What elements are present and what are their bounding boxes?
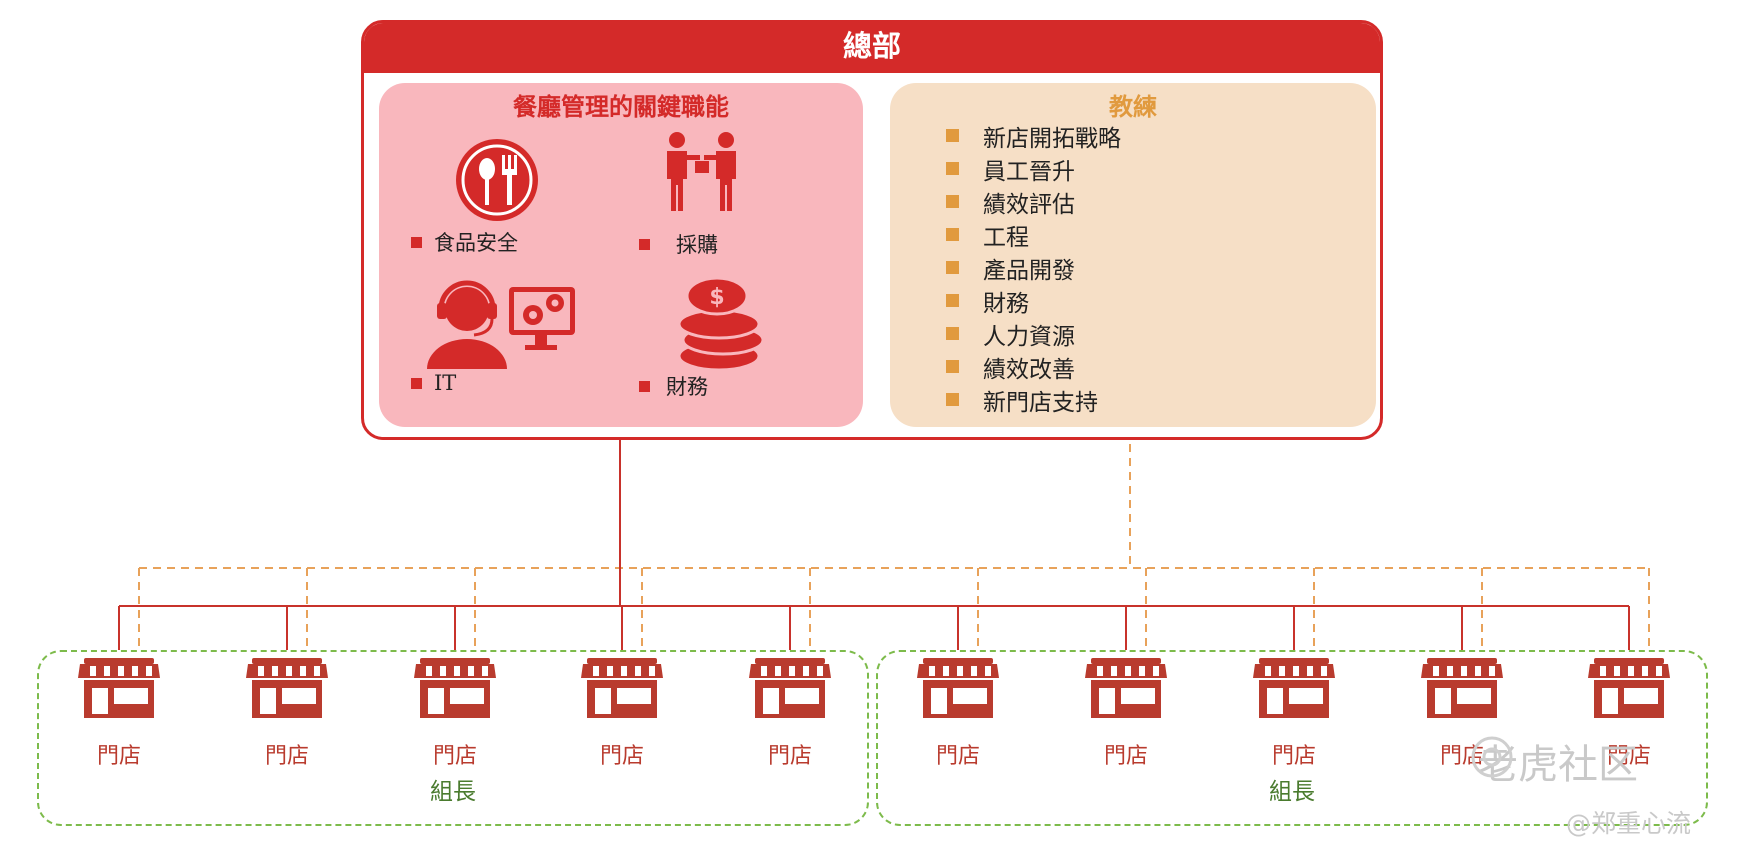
store-label: 門店 bbox=[935, 744, 980, 769]
it-support-icon bbox=[427, 280, 575, 369]
coaching-bullet bbox=[946, 162, 959, 175]
svg-text:$: $ bbox=[709, 285, 724, 310]
headquarters-title: 總部 bbox=[364, 23, 1380, 73]
store: 門店 bbox=[64, 656, 174, 770]
coaching-item-label: 產品開發 bbox=[983, 257, 1075, 284]
coaching-item: 人力資源 bbox=[946, 317, 1121, 350]
store-icon bbox=[1588, 658, 1670, 718]
team-leader-group-1: 組長 bbox=[37, 650, 869, 826]
store: 門店 bbox=[903, 656, 1013, 770]
team-leader-group-2: 組長 bbox=[876, 650, 1708, 826]
management-solid-lines bbox=[118, 430, 1630, 650]
store: 門店 bbox=[232, 656, 342, 770]
store-icon bbox=[1085, 658, 1167, 718]
coaching-bullet bbox=[946, 129, 959, 142]
coaching-dashed-lines bbox=[138, 430, 1650, 650]
coaching-bullet bbox=[946, 195, 959, 208]
store: 門店 bbox=[1574, 656, 1684, 770]
function-label: 食品安全 bbox=[434, 231, 518, 255]
store-label: 門店 bbox=[1271, 744, 1316, 769]
store: 門店 bbox=[400, 656, 510, 770]
coaching-item: 績效改善 bbox=[946, 350, 1121, 383]
store: 門店 bbox=[1239, 656, 1349, 770]
watermark-author: @郑重心流 bbox=[1566, 809, 1692, 838]
function-label: 財務 bbox=[666, 375, 708, 399]
store: 門店 bbox=[567, 656, 677, 770]
coaching-item-label: 員工晉升 bbox=[983, 158, 1075, 185]
coaching-item-label: 工程 bbox=[983, 224, 1029, 251]
function-bullet bbox=[639, 238, 650, 250]
coaching-bullet bbox=[946, 261, 959, 274]
coaching-item: 新店開拓戰略 bbox=[946, 119, 1121, 152]
function-label: IT bbox=[434, 371, 457, 395]
function-procurement: 採購 bbox=[639, 229, 718, 259]
team-leader-label: 組長 bbox=[430, 779, 476, 805]
store-label: 門店 bbox=[432, 744, 477, 769]
store-icon bbox=[1253, 658, 1335, 718]
watermark-logo-icon bbox=[1471, 736, 1513, 778]
coaching-bullet bbox=[946, 294, 959, 307]
function-bullet bbox=[411, 236, 422, 248]
function-food-safety: 食品安全 bbox=[411, 227, 518, 257]
store-label: 門店 bbox=[1103, 744, 1148, 769]
watermark-brand: 老虎社区 bbox=[1478, 742, 1638, 788]
store-label: 門店 bbox=[599, 744, 644, 769]
coaching-bullet bbox=[946, 393, 959, 406]
coaching-title: 教練 bbox=[1109, 93, 1157, 121]
store: 門店 bbox=[1071, 656, 1181, 770]
procurement-icon bbox=[667, 132, 736, 211]
coaching-item: 績效評估 bbox=[946, 185, 1121, 218]
coaching-item-label: 新門店支持 bbox=[983, 389, 1098, 416]
key-functions-title: 餐廳管理的關鍵職能 bbox=[513, 93, 729, 121]
store-label: 門店 bbox=[767, 744, 812, 769]
function-bullet bbox=[639, 380, 650, 392]
coaching-bullet bbox=[946, 228, 959, 241]
key-functions-panel: 餐廳管理的關鍵職能 食品安全 bbox=[379, 83, 863, 427]
store: 門店 bbox=[735, 656, 845, 770]
food-safety-icon bbox=[456, 139, 538, 221]
coaching-item-label: 人力資源 bbox=[983, 323, 1075, 350]
coaching-list: 新店開拓戰略 員工晉升 績效評估 工程 產品開發 財務 人力資源 績效改善 新門… bbox=[946, 119, 1121, 416]
finance-coins-icon: $ bbox=[677, 276, 765, 372]
store-label: 門店 bbox=[96, 744, 141, 769]
coaching-item-label: 新店開拓戰略 bbox=[983, 125, 1121, 152]
store-icon bbox=[78, 658, 160, 718]
store-icon bbox=[414, 658, 496, 718]
store-label: 門店 bbox=[264, 744, 309, 769]
coaching-item-label: 財務 bbox=[983, 290, 1029, 317]
coaching-item: 產品開發 bbox=[946, 251, 1121, 284]
headquarters-box: 總部 餐廳管理的關鍵職能 食品安全 bbox=[361, 20, 1383, 440]
function-label: 採購 bbox=[676, 233, 718, 257]
coaching-bullet bbox=[946, 360, 959, 373]
store-icon bbox=[749, 658, 831, 718]
store-icon bbox=[917, 658, 999, 718]
store-icon bbox=[1421, 658, 1503, 718]
coaching-item: 工程 bbox=[946, 218, 1121, 251]
coaching-item-label: 績效改善 bbox=[983, 356, 1075, 383]
function-it: IT bbox=[411, 371, 456, 395]
function-bullet bbox=[411, 377, 422, 389]
coaching-item: 員工晉升 bbox=[946, 152, 1121, 185]
store-icon bbox=[246, 658, 328, 718]
team-leader-label: 組長 bbox=[1269, 779, 1315, 805]
store-label: 門店 bbox=[1606, 744, 1651, 769]
coaching-panel: 教練 新店開拓戰略 員工晉升 績效評估 工程 產品開發 財務 人力資源 績效改善… bbox=[890, 83, 1376, 427]
function-finance: 財務 bbox=[639, 371, 708, 401]
coaching-item: 新門店支持 bbox=[946, 383, 1121, 416]
coaching-item-label: 績效評估 bbox=[983, 191, 1075, 218]
coaching-bullet bbox=[946, 327, 959, 340]
store-icon bbox=[581, 658, 663, 718]
coaching-item: 財務 bbox=[946, 284, 1121, 317]
